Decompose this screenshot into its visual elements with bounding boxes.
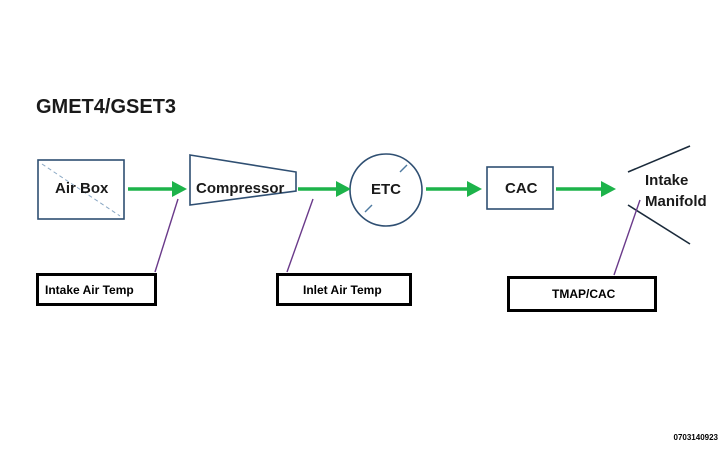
etc-label: ETC (371, 181, 401, 198)
etc-shape (349, 153, 423, 227)
inlet-air-temp-label: Inlet Air Temp (303, 282, 382, 297)
compressor-shape (189, 154, 297, 206)
air-box-shape (37, 159, 125, 220)
compressor-label: Compressor (196, 180, 285, 197)
tmap-cac-leader (613, 199, 641, 276)
air-box-dashed-line (41, 163, 121, 217)
tmap-cac-label: TMAP/CAC (552, 287, 616, 301)
document-number: 0703140923 (673, 433, 719, 442)
flow-arrow-1-head (172, 181, 187, 197)
etc-throttle-mark-upper (399, 164, 408, 173)
air-box-label: Air Box (55, 180, 109, 197)
flow-arrow-2-head (336, 181, 351, 197)
intake-manifold-upper-wall (627, 145, 691, 173)
cac-label: CAC (505, 180, 538, 197)
cac-shape (486, 166, 554, 210)
etc-throttle-mark-lower (364, 204, 373, 213)
intake-manifold-label-line1: Intake (645, 172, 689, 189)
inlet-air-temp-sensor-box: Inlet Air Temp (276, 273, 412, 306)
intake-air-temp-sensor-box: Intake Air Temp (36, 273, 157, 306)
inlet-air-temp-leader (286, 198, 314, 273)
flow-arrow-3-head (467, 181, 482, 197)
flow-arrow-4-head (601, 181, 616, 197)
intake-manifold-label-line2: Manifold (645, 193, 707, 210)
intake-air-temp-label: Intake Air Temp (45, 282, 134, 297)
tmap-cac-sensor-box: TMAP/CAC (507, 276, 657, 312)
intake-manifold-lower-wall (627, 204, 691, 245)
intake-air-temp-leader (154, 198, 179, 273)
diagram-title: GMET4/GSET3 (36, 96, 177, 118)
